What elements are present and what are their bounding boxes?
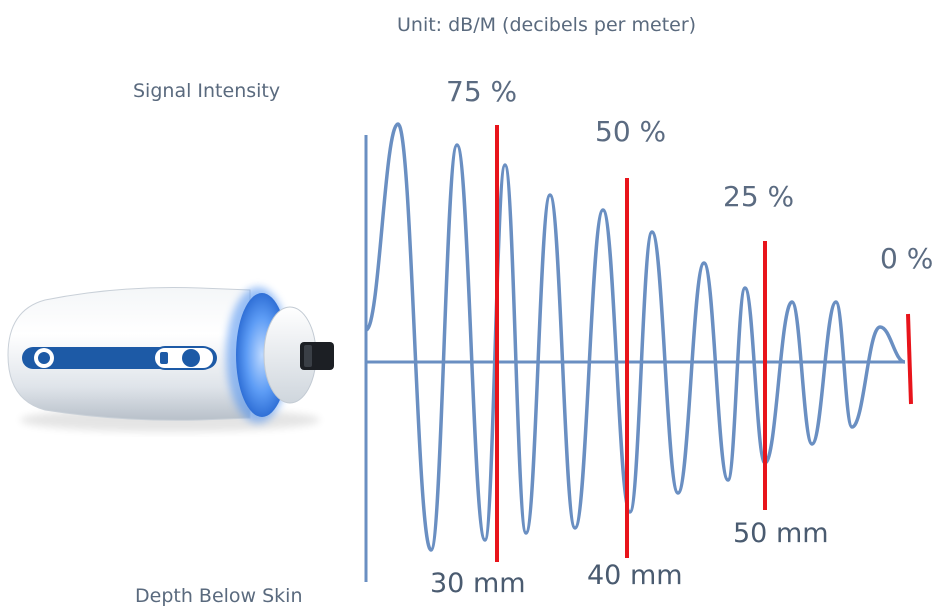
percent-label-75: 75 % bbox=[446, 75, 518, 108]
y-axis-label: Signal Intensity bbox=[133, 80, 281, 102]
percent-label-50: 50 % bbox=[595, 115, 667, 148]
percent-label-25: 25 % bbox=[723, 180, 795, 213]
depth-label-40: 40 mm bbox=[587, 560, 683, 591]
percent-label-0: 0 % bbox=[880, 242, 934, 275]
x-axis-label: Depth Below Skin bbox=[135, 585, 303, 607]
marker-line-0 bbox=[906, 313, 913, 405]
depth-label-30: 30 mm bbox=[430, 568, 526, 599]
attenuating-signal-wave bbox=[364, 122, 906, 552]
depth-label-50: 50 mm bbox=[733, 518, 829, 549]
power-switch-icon[interactable] bbox=[153, 346, 215, 370]
brand-logo-icon bbox=[34, 348, 54, 368]
unit-label: Unit: dB/M (decibels per meter) bbox=[397, 14, 697, 36]
ultrasound-device bbox=[7, 287, 334, 432]
